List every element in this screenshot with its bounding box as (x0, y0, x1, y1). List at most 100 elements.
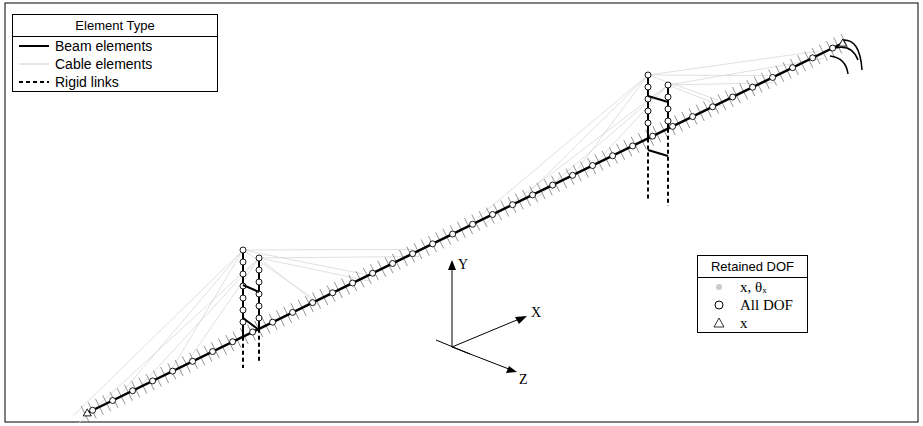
retained-node (240, 307, 246, 313)
retained-node (645, 108, 651, 114)
legend-box: Retained DOFx, θₓAll DOFx (697, 255, 808, 333)
retained-node (590, 163, 596, 169)
legend-text: Rigid links (55, 74, 119, 90)
tower-crossbar (648, 150, 668, 156)
cable-element (534, 85, 668, 200)
rigid-tie (689, 108, 697, 124)
legend-title: Retained DOF (698, 256, 807, 278)
axis-label: X (531, 306, 541, 320)
cable-element (648, 75, 718, 100)
retained-node (470, 221, 476, 227)
retained-node (650, 133, 656, 139)
retained-node (830, 45, 836, 51)
legend-sample (19, 58, 49, 70)
retained-node (190, 358, 196, 364)
end-member (830, 40, 862, 74)
tower-pier (258, 329, 260, 362)
retained-node (350, 280, 356, 286)
legend-row: Rigid links (13, 73, 217, 91)
axes (436, 260, 527, 373)
retained-node (240, 271, 246, 277)
legend-sample (19, 40, 49, 52)
rigid-tie (428, 236, 436, 252)
cable-element (648, 75, 768, 77)
tower-pier (667, 129, 669, 206)
retained-node (750, 84, 756, 90)
legend-text: Cable elements (55, 56, 152, 72)
retained-node (290, 309, 296, 315)
retained-node (665, 106, 671, 112)
cable-element (179, 258, 259, 374)
legend-text: All DOF (740, 297, 793, 314)
retained-node (665, 82, 671, 88)
retained-node (645, 72, 651, 78)
cable-element (259, 256, 419, 258)
retained-node (550, 182, 556, 188)
retained-node (150, 378, 156, 384)
legend-title: Element Type (13, 15, 217, 37)
retained-node (240, 259, 246, 265)
rigid-tie (349, 275, 357, 291)
cable-element (484, 85, 668, 225)
retained-node (240, 295, 246, 301)
x-dof-node (83, 409, 91, 416)
cable-element (528, 75, 648, 193)
tower-crossbar (243, 285, 259, 292)
legend-box: Element TypeBeam elementsCable elementsR… (12, 14, 218, 92)
tower-crossbar (243, 318, 259, 330)
cable-element (668, 58, 824, 85)
cable-element (259, 258, 369, 281)
cable-element (129, 258, 259, 398)
cable-element (478, 75, 648, 218)
cable-element (584, 85, 668, 176)
retained-node (240, 247, 246, 253)
retained-node (730, 94, 736, 100)
retained-node (110, 397, 116, 403)
retained-node (310, 300, 316, 306)
cable-element (73, 250, 243, 416)
x-dof-node (839, 39, 847, 46)
retained-node (670, 123, 676, 129)
legend-row: All DOF (698, 296, 807, 314)
retained-node (645, 84, 651, 90)
retained-node (90, 407, 96, 413)
deck-beam (85, 42, 845, 414)
retained-node (256, 303, 262, 309)
retained-node (130, 388, 136, 394)
retained-node (256, 255, 262, 261)
retained-node (170, 368, 176, 374)
retained-node (490, 211, 496, 217)
retained-node (430, 241, 436, 247)
retained-node (270, 319, 276, 325)
rigid-tie (508, 197, 516, 213)
retained-node (790, 65, 796, 71)
legend-text: x, θₓ (740, 279, 767, 296)
retained-node (570, 172, 576, 178)
retained-node (630, 143, 636, 149)
legend-sample (704, 299, 734, 311)
legend-row: Beam elements (13, 37, 217, 55)
retained-node (230, 339, 236, 345)
retained-node (810, 55, 816, 61)
cable-element (123, 250, 243, 391)
axis-label: Y (458, 258, 468, 272)
retained-node (370, 270, 376, 276)
legend-sample (704, 281, 734, 293)
retained-node (256, 279, 262, 285)
legend-sample (704, 317, 734, 329)
retained-node (690, 114, 696, 120)
legend-row: x, θₓ (698, 278, 807, 296)
cable-element (243, 249, 413, 251)
axis-label: Z (519, 373, 528, 387)
retained-node (710, 104, 716, 110)
legend-row: x (698, 314, 807, 332)
legend-row: Cable elements (13, 55, 217, 73)
cable-element (668, 85, 724, 107)
frame (5, 3, 918, 422)
cable-element (173, 250, 243, 367)
retained-node (450, 231, 456, 237)
rigid-tie (269, 314, 277, 330)
retained-node (510, 202, 516, 208)
rigid-tie (769, 69, 777, 85)
